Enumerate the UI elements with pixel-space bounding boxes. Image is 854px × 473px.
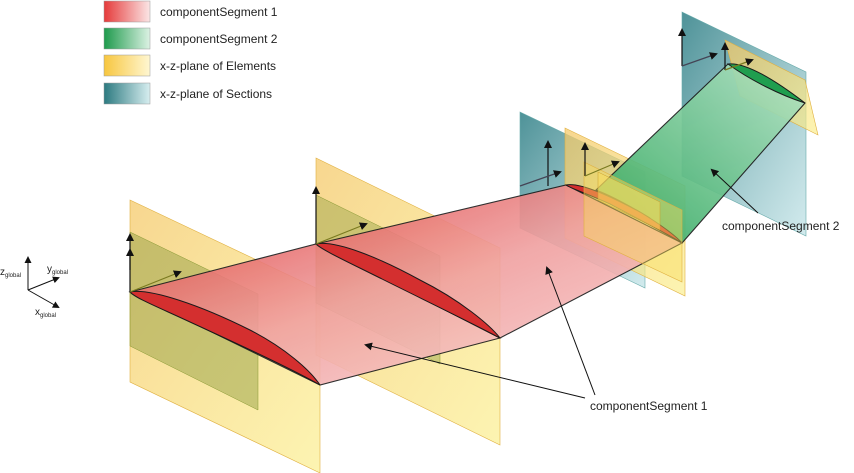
component-segment-1 [128, 184, 684, 386]
callout-segment2: componentSegment 2 [722, 219, 840, 233]
frame2-y-arrow [315, 222, 368, 245]
element-plane-kink-inner [597, 171, 661, 231]
x-axis-label: xglobal [35, 307, 56, 319]
legend-item-segment2: componentSegment 2 [103, 27, 278, 50]
legend-label-element-plane: x-z-plane of Elements [160, 59, 276, 73]
x-axis-main: x [35, 307, 40, 318]
legend-swatch-segment2 [103, 27, 151, 50]
segment2-airfoil-right [726, 63, 806, 104]
y-axis-arrow [27, 276, 60, 291]
legend-item-segment1: componentSegment 1 [103, 0, 278, 23]
callout2-leader [710, 168, 759, 214]
callout1-leader-a [364, 342, 586, 399]
local-frames [126, 28, 754, 293]
y-axis-label: yglobal [47, 264, 68, 276]
z-axis-main: z [0, 267, 5, 278]
x-axis-sub: global [40, 313, 56, 319]
legend-swatch-element-plane [103, 54, 151, 77]
z-axis-sub: global [5, 273, 21, 279]
global-axes: zglobal yglobal xglobal [0, 256, 68, 319]
legend-swatch-section-plane [103, 82, 151, 105]
legend-item-element-plane: x-z-plane of Elements [103, 54, 276, 77]
frame3b-y-arrow [584, 160, 620, 177]
frame1-y-arrow [129, 270, 182, 293]
legend-label-segment2: componentSegment 2 [160, 32, 278, 46]
frame4-y-arrow [681, 52, 718, 67]
callout-segment1: componentSegment 1 [590, 399, 708, 413]
z-axis-label: zglobal [0, 267, 21, 279]
legend: componentSegment 1 componentSegment 2 x-… [103, 0, 278, 105]
x-axis-arrow [27, 289, 60, 308]
legend-item-section-plane: x-z-plane of Sections [103, 82, 272, 105]
legend-label-segment1: componentSegment 1 [160, 5, 278, 19]
frame4b-y-arrow [724, 58, 754, 71]
element-planes-front [583, 161, 683, 283]
legend-swatch-segment1 [103, 0, 151, 23]
segment1-airfoil-root [129, 290, 321, 386]
y-axis-sub: global [52, 270, 68, 276]
callouts: componentSegment 1 componentSegment 2 [364, 168, 840, 413]
y-axis-main: y [47, 264, 52, 275]
frame3-y-arrow [519, 170, 562, 187]
legend-label-section-plane: x-z-plane of Sections [160, 87, 272, 101]
callout1-leader-b [545, 266, 596, 396]
segment1-airfoil-mid [314, 242, 501, 339]
